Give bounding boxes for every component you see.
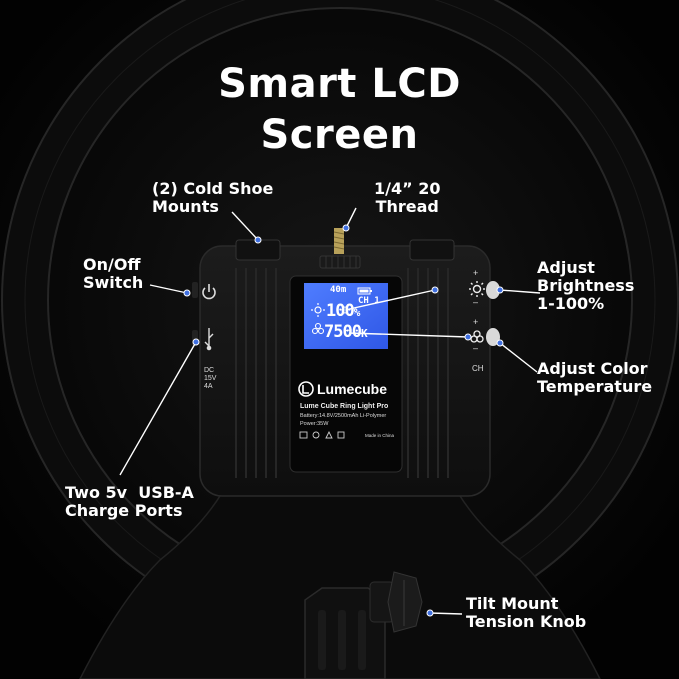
lcd-channel: CH 1 [358, 296, 380, 306]
lcd-time: 40m [330, 285, 347, 295]
stand-mount [79, 477, 601, 679]
callout-dots [183, 224, 504, 617]
control-body [192, 228, 500, 497]
temp-plus: + [473, 317, 479, 327]
brightness-label: Adjust Brightness 1-100% [537, 258, 635, 313]
brightness-minus: – [473, 297, 479, 307]
product-name: Lume Cube Ring Light Pro [300, 403, 389, 410]
origin-label: Made in China [365, 433, 395, 438]
thread-label: 1/4” 20 Thread [374, 179, 441, 216]
brightness-icon [469, 281, 485, 297]
lcd-temp-icon [311, 322, 325, 335]
lcd-brightness: 100% [326, 301, 360, 321]
temp-minus: – [473, 343, 479, 353]
brand-logo-text: Lumecube [317, 381, 388, 397]
tension-knob [369, 571, 423, 633]
callout-lines [119, 207, 541, 615]
dc-label: DC 15V 4A [204, 367, 217, 390]
lcd-temperature: 7500K [324, 322, 368, 342]
spec-power: Power:35W [300, 421, 329, 427]
logo-icon [298, 381, 314, 397]
lcd-sun-icon [311, 303, 325, 317]
tilt-label: Tilt Mount Tension Knob [466, 594, 587, 631]
brightness-plus: + [473, 268, 479, 278]
thread-screw [334, 228, 344, 254]
spec-battery: Battery:14.8V/2500mAh Li-Polymer [300, 413, 387, 419]
cold-shoe-label: (2) Cold Shoe Mounts [152, 179, 274, 216]
battery-icon [357, 287, 372, 295]
ch-label: CH [472, 364, 484, 373]
usb-label: Two 5v USB-A Charge Ports [65, 483, 194, 520]
power-icon [202, 284, 216, 300]
title-line-2: Screen [260, 112, 419, 158]
title-line-1: Smart LCD [218, 61, 461, 107]
on-off-label: On/Off Switch [83, 255, 144, 292]
usb-icon [204, 328, 214, 351]
color-temp-icon [470, 330, 484, 343]
certification-icons [299, 430, 345, 439]
color-temp-label: Adjust Color Temperature [537, 359, 653, 396]
